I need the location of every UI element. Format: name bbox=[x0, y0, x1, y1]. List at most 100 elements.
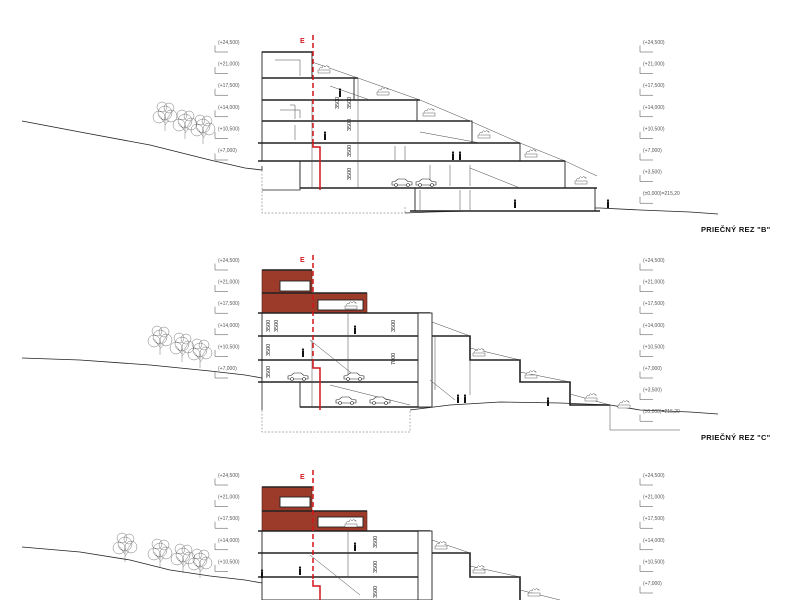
dim-label: 7000 bbox=[391, 353, 397, 365]
svg-text:(+17,500): (+17,500) bbox=[643, 516, 665, 522]
level-marker-right: (+10,500) bbox=[639, 126, 665, 139]
dimension-labels-3: 3500 3500 3500 bbox=[373, 536, 379, 598]
foundation-outline bbox=[261, 170, 406, 214]
svg-text:(+7,000): (+7,000) bbox=[643, 148, 662, 154]
level-marker-right: (+14,000) bbox=[639, 105, 665, 118]
level-markers: (+24,500) (+21,000) (+17,500) (+14,000) (+10… bbox=[214, 40, 680, 594]
dim-label: 3500 bbox=[266, 320, 272, 332]
level-marker-left: (+7,000) bbox=[214, 148, 237, 161]
dim-label: 3500 bbox=[373, 561, 379, 573]
level-marker-left: (+10,500) bbox=[214, 126, 240, 139]
svg-text:(+14,000): (+14,000) bbox=[643, 323, 665, 329]
level-marker-right: (+21,000) bbox=[639, 280, 665, 292]
level-marker-right: (+21,000) bbox=[639, 495, 665, 507]
level-marker-right: (+10,500) bbox=[639, 344, 665, 357]
dimension-labels-b: 3500 3500 3500 3500 3500 bbox=[335, 97, 353, 180]
level-marker-left: (+24,500) bbox=[214, 473, 240, 486]
level-marker-left: (+24,500) bbox=[214, 258, 240, 271]
svg-text:(+10,500): (+10,500) bbox=[643, 344, 665, 350]
svg-text:(+10,500): (+10,500) bbox=[643, 559, 665, 565]
svg-text:(+21,000): (+21,000) bbox=[643, 495, 665, 501]
svg-text:(+3,500): (+3,500) bbox=[643, 170, 662, 176]
dim-label: 3500 bbox=[266, 344, 272, 356]
svg-text:(+21,000): (+21,000) bbox=[643, 280, 665, 286]
dim-label: 3500 bbox=[347, 145, 353, 157]
level-marker-right: (+7,000) bbox=[639, 148, 662, 161]
dimension-labels-c: 3500 3500 3500 3500 7000 3500 bbox=[266, 320, 397, 378]
level-marker-right: (+21,000) bbox=[639, 62, 665, 74]
dim-label: 3500 bbox=[274, 320, 280, 332]
svg-text:(+14,000): (+14,000) bbox=[643, 538, 665, 544]
terrain-line bbox=[21, 357, 719, 415]
dim-label: 3500 bbox=[266, 366, 272, 378]
level-marker-left: (+21,000) bbox=[214, 62, 240, 74]
level-marker-left: (+17,500) bbox=[214, 301, 240, 314]
level-marker-right: (+17,500) bbox=[639, 83, 665, 96]
svg-text:(+24,500): (+24,500) bbox=[218, 258, 240, 264]
svg-text:(+24,500): (+24,500) bbox=[643, 473, 665, 479]
level-marker-right: (+14,000) bbox=[639, 538, 665, 551]
section-title-c: PRIEČNÝ REZ "C" bbox=[701, 433, 771, 442]
cut-label-e: E bbox=[300, 257, 305, 264]
dim-label: 3500 bbox=[373, 586, 379, 598]
svg-text:(+14,000): (+14,000) bbox=[218, 105, 240, 111]
cut-label-e: E bbox=[300, 474, 305, 481]
svg-text:(+10,500): (+10,500) bbox=[643, 126, 665, 132]
dim-label: 3500 bbox=[347, 168, 353, 180]
svg-text:(±0,000)=215,20: (±0,000)=215,20 bbox=[643, 191, 680, 197]
level-marker-right: (±0,000)=215,20 bbox=[639, 191, 680, 204]
level-marker-right: (+24,500) bbox=[639, 473, 665, 486]
level-marker-left: (+14,000) bbox=[214, 538, 240, 551]
level-marker-right: (+17,500) bbox=[639, 301, 665, 314]
level-marker-left: (+17,500) bbox=[214, 516, 240, 529]
svg-text:(+17,500): (+17,500) bbox=[218, 83, 240, 89]
svg-text:(+7,000): (+7,000) bbox=[643, 581, 662, 587]
svg-text:(+3,500): (+3,500) bbox=[643, 388, 662, 394]
svg-text:(±0,000)=215,20: (±0,000)=215,20 bbox=[643, 409, 680, 415]
svg-text:(+7,000): (+7,000) bbox=[218, 148, 237, 154]
dim-label: 3500 bbox=[391, 320, 397, 332]
level-marker-right: (+7,000) bbox=[639, 366, 662, 379]
svg-text:(+14,000): (+14,000) bbox=[643, 105, 665, 111]
svg-text:(+21,000): (+21,000) bbox=[218, 495, 240, 501]
svg-text:(+14,000): (+14,000) bbox=[218, 538, 240, 544]
svg-text:(+24,500): (+24,500) bbox=[218, 40, 240, 46]
level-marker-right: (+10,500) bbox=[639, 559, 665, 572]
level-marker-right: (+17,500) bbox=[639, 516, 665, 529]
level-marker-left: (+14,000) bbox=[214, 323, 240, 336]
svg-text:(+17,500): (+17,500) bbox=[643, 301, 665, 307]
building-section-3 bbox=[258, 486, 561, 600]
level-marker-left: (+14,000) bbox=[214, 105, 240, 118]
building-section-b bbox=[258, 51, 610, 212]
svg-text:(+10,500): (+10,500) bbox=[218, 344, 240, 350]
dim-label: 3500 bbox=[335, 97, 341, 109]
level-marker-right: (+3,500) bbox=[639, 170, 662, 182]
level-marker-right: (+14,000) bbox=[639, 323, 665, 336]
level-marker-left: (+10,500) bbox=[214, 344, 240, 357]
svg-text:(+24,500): (+24,500) bbox=[643, 258, 665, 264]
svg-text:(+10,500): (+10,500) bbox=[218, 126, 240, 132]
svg-text:(+7,000): (+7,000) bbox=[643, 366, 662, 372]
svg-text:(+7,000): (+7,000) bbox=[218, 366, 237, 372]
section-c: 3500 3500 3500 3500 7000 3500 E PRIEČNÝ … bbox=[21, 255, 771, 442]
level-marker-left: (+21,000) bbox=[214, 495, 240, 507]
svg-text:(+14,000): (+14,000) bbox=[218, 323, 240, 329]
svg-text:(+17,500): (+17,500) bbox=[643, 83, 665, 89]
dim-label: 3500 bbox=[347, 119, 353, 131]
svg-text:(+21,000): (+21,000) bbox=[218, 280, 240, 286]
level-marker-right: (+7,000) bbox=[639, 581, 662, 594]
svg-text:(+24,500): (+24,500) bbox=[218, 473, 240, 479]
section-3: 3500 3500 3500 E bbox=[21, 470, 561, 600]
terrain-line bbox=[21, 546, 263, 584]
cut-label-e: E bbox=[300, 38, 305, 45]
svg-text:(+17,500): (+17,500) bbox=[218, 301, 240, 307]
svg-text:(+21,000): (+21,000) bbox=[218, 62, 240, 68]
level-marker-left: (+21,000) bbox=[214, 280, 240, 292]
svg-text:(+17,500): (+17,500) bbox=[218, 516, 240, 522]
level-marker-right: (+3,500) bbox=[639, 388, 662, 400]
svg-text:(+24,500): (+24,500) bbox=[643, 40, 665, 46]
dim-label: 3500 bbox=[373, 536, 379, 548]
building-section-c bbox=[258, 269, 631, 409]
level-marker-right: (+24,500) bbox=[639, 40, 665, 53]
